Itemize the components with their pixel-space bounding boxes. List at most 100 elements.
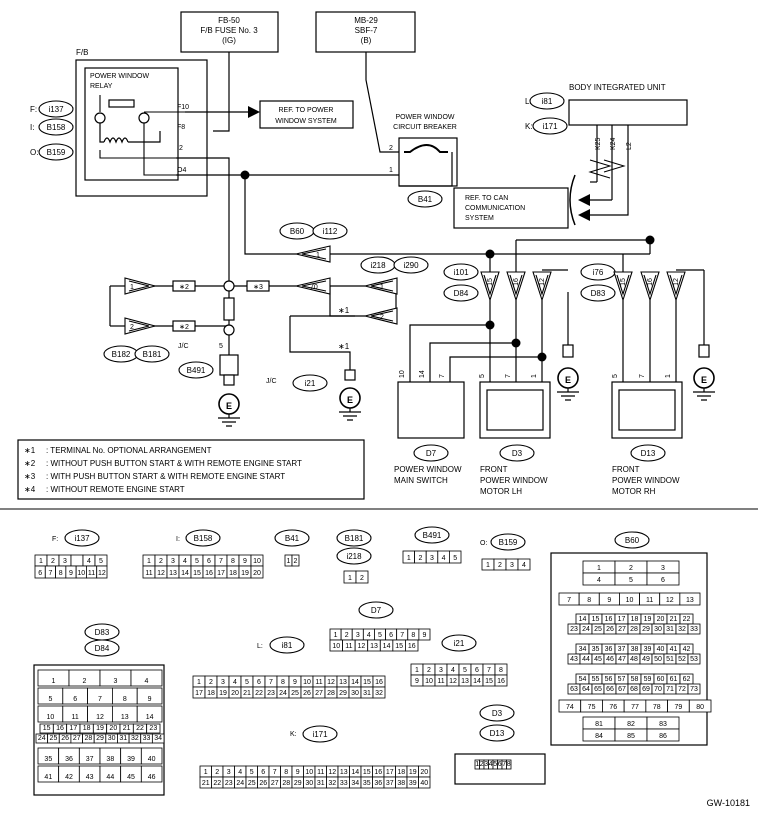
- b60-r3-pin-4: 11: [646, 597, 653, 604]
- ref-can-box: [453, 187, 569, 229]
- ref-can-line1: REF. TO CAN: [465, 195, 508, 202]
- i81-top-pin-4: 5: [245, 679, 249, 686]
- code-b182-label: B182: [112, 350, 131, 359]
- b60-r4-pin-6: 20: [657, 616, 665, 623]
- b60-r7-pin-1: 44: [582, 656, 590, 663]
- b60-r4-pin-8: 22: [683, 616, 691, 623]
- d7face-top-pin-3: 4: [367, 632, 371, 639]
- b158-bot-pin-2: 13: [169, 570, 177, 577]
- split-connector-3: [613, 271, 633, 302]
- i171-top-pin-13: 14: [351, 769, 359, 776]
- gnd-conn-d84: [562, 344, 574, 358]
- i171-bot-pin-6: 27: [271, 780, 279, 787]
- code-d84: [443, 284, 479, 302]
- i171-bot-pin-10: 31: [317, 780, 325, 787]
- d3-pin-1: 7: [505, 374, 512, 378]
- d3face-pin-4: 5: [493, 761, 497, 768]
- d7-name2: MAIN SWITCH: [394, 476, 448, 485]
- biu-title: BODY INTEGRATED UNIT: [569, 83, 666, 92]
- d3-name2: POWER WINDOW: [480, 476, 548, 485]
- d83-r5-cell-10: [151, 733, 165, 744]
- d83-r5-pin-4: 28: [84, 735, 92, 742]
- i21face-top-pin-1: 2: [427, 667, 431, 674]
- junction-dot-3: [485, 249, 495, 259]
- lbl-i218: [336, 547, 372, 565]
- d83-r1-pin-3: 4: [145, 678, 149, 685]
- i21face-bot-pin-0: 9: [415, 678, 419, 685]
- note-key-0: ∗1: [24, 446, 36, 455]
- d83-r5-pin-8: 32: [131, 735, 139, 742]
- split-pin-2: 12: [539, 278, 546, 286]
- d83-r1-pin-1: 2: [83, 678, 87, 685]
- i171-top-pin-15: 16: [374, 769, 382, 776]
- fuse-fb50-line3: (IG): [222, 36, 236, 45]
- ground-d83-letter: E: [701, 375, 707, 385]
- b60-r8-pin-8: 62: [683, 676, 691, 683]
- i137-top-pin-1: 2: [51, 558, 55, 565]
- i81-bot-pin-13: 30: [351, 690, 359, 697]
- ref-pw-line1: REF. TO POWER: [279, 107, 334, 114]
- b60-r9-pin-1: 64: [582, 686, 590, 693]
- b60-r5-pin-8: 31: [666, 626, 674, 633]
- b60-r10-pin-3: 77: [631, 704, 639, 711]
- biu-pin-1: K24: [610, 137, 617, 150]
- d3face-pin-5: 6: [498, 761, 502, 768]
- note-text-3: : WITHOUT REMOTE ENGINE START: [46, 485, 185, 494]
- b158-bot-pin-1: 12: [157, 570, 165, 577]
- b159-face-pin-0: 1: [486, 562, 490, 569]
- i171-bot-pin-13: 34: [351, 780, 359, 787]
- code-i112-label: i112: [323, 227, 338, 236]
- lbl-i171: [302, 725, 338, 743]
- i21face-bot-pin-5: 14: [473, 678, 481, 685]
- junction-dot-2: [537, 352, 547, 362]
- b60-r4-pin-2: 16: [605, 616, 613, 623]
- d7-code: [413, 444, 449, 462]
- i171-bot-pin-15: 36: [374, 780, 382, 787]
- i137-top-pin-2: 3: [63, 558, 67, 565]
- i21face-bot-pin-1: 10: [425, 678, 433, 685]
- d7face-bot-pin-3: 13: [370, 643, 378, 650]
- b158-bot-pin-0: 11: [145, 570, 152, 577]
- i171-bot-pin-2: 23: [225, 780, 233, 787]
- b60-r5-pin-0: 23: [570, 626, 578, 633]
- i81-top-pin-1: 2: [209, 679, 213, 686]
- relay-internal: [99, 95, 185, 176]
- lbl-b60-label: B60: [625, 536, 640, 545]
- generated-elements: FB-50F/B FUSE No. 3(IG)MB-29SBF-7(B)F/BP…: [0, 11, 758, 808]
- biu-conn-prefix-k: K:: [525, 122, 533, 131]
- i171-top-pin-14: 15: [363, 769, 371, 776]
- lbl-b159-label: B159: [499, 538, 518, 547]
- i171-top-pin-3: 4: [238, 769, 242, 776]
- i81-bot-pin-3: 20: [231, 690, 239, 697]
- b60-r9-pin-4: 67: [618, 686, 626, 693]
- d83-r4-pin-4: 19: [96, 725, 104, 732]
- i21face-bot-pin-3: 12: [449, 678, 457, 685]
- b60-r9-pin-9: 72: [678, 686, 686, 693]
- i171-bot-pin-9: 30: [305, 780, 313, 787]
- d83-r3-pin-1: 11: [72, 714, 79, 721]
- split-pin-0: 15: [487, 278, 494, 286]
- jc-label-1: J/C: [178, 343, 189, 350]
- ground-b491-symbol: [218, 414, 240, 427]
- breaker-conn-b41: [407, 190, 443, 208]
- note-text-1: : WITHOUT PUSH BUTTON START & WITH REMOT…: [46, 459, 302, 468]
- b60-r7-pin-4: 47: [618, 656, 626, 663]
- d83-r4-pin-7: 22: [136, 725, 144, 732]
- b60-r9-pin-0: 63: [570, 686, 578, 693]
- b181-face-pin-1: 2: [360, 575, 364, 582]
- d83-r7-pin-5: 46: [148, 774, 156, 781]
- i137-top-pin-0: 1: [39, 558, 43, 565]
- d3face-pin-0: 1: [475, 761, 479, 768]
- d13-pin-2: 1: [665, 374, 672, 378]
- lbl-d13-label: D13: [490, 729, 505, 738]
- i171-top-pin-1: 2: [215, 769, 219, 776]
- i21face-top-pin-5: 6: [475, 667, 479, 674]
- b60-r11-pin-2: 83: [659, 721, 667, 728]
- code-i21: [292, 374, 328, 392]
- b158-top-pin-8: 9: [243, 558, 247, 565]
- d7face-top-pin-1: 2: [345, 632, 349, 639]
- fuse-box-fb50: [180, 11, 279, 53]
- lbl-d84: [84, 639, 120, 657]
- b60-r10-pin-6: 80: [696, 704, 704, 711]
